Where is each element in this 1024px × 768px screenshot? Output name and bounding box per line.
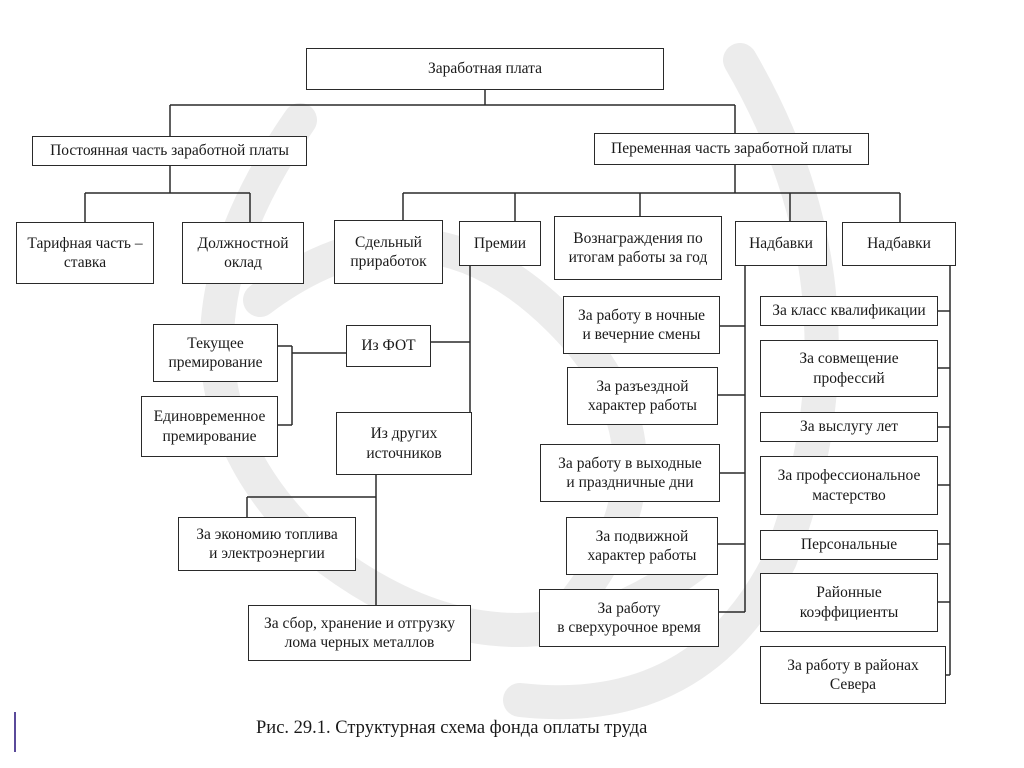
personal-box: Персональные: [760, 530, 938, 560]
current-bonus-box: Текущее премирование: [153, 324, 278, 382]
one-time-bonus-box: Единовременное премирование: [141, 396, 278, 457]
tariff-box: Тарифная часть – ставка: [16, 222, 154, 284]
margin-mark: [14, 712, 16, 752]
north-box: За работу в районах Севера: [760, 646, 946, 704]
rewards-box: Вознаграждения по итогам работы за год: [554, 216, 722, 280]
bonuses-box: Премии: [459, 221, 541, 266]
scrap-metal-box: За сбор, хранение и отгрузку лома черных…: [248, 605, 471, 661]
allowances-box-1: Надбавки: [735, 221, 827, 266]
regional-box: Районные коэффициенты: [760, 573, 938, 632]
night-shifts-box: За работу в ночные и вечерние смены: [563, 296, 720, 354]
combining-box: За совмещение профессий: [760, 340, 938, 397]
qualification-box: За класс квалификации: [760, 296, 938, 326]
piecework-box: Сдельный приработок: [334, 220, 443, 284]
salary-box: Должностной оклад: [182, 222, 304, 284]
fuel-saving-box: За экономию топлива и электроэнергии: [178, 517, 356, 571]
variable-part-box: Переменная часть заработной платы: [594, 133, 869, 165]
from-fot-box: Из ФОТ: [346, 325, 431, 367]
allowances-box-2: Надбавки: [842, 222, 956, 266]
root-box: Заработная плата: [306, 48, 664, 90]
weekends-box: За работу в выходные и праздничные дни: [540, 444, 720, 502]
figure-caption: Рис. 29.1. Структурная схема фонда оплат…: [256, 718, 648, 738]
mobile-box: За подвижной характер работы: [566, 517, 718, 575]
from-other-box: Из других источников: [336, 412, 472, 475]
mastery-box: За профессиональное мастерство: [760, 456, 938, 515]
traveling-box: За разъездной характер работы: [567, 367, 718, 425]
seniority-box: За выслугу лет: [760, 412, 938, 442]
overtime-box: За работу в сверхурочное время: [539, 589, 719, 647]
constant-part-box: Постоянная часть заработной платы: [32, 136, 307, 166]
